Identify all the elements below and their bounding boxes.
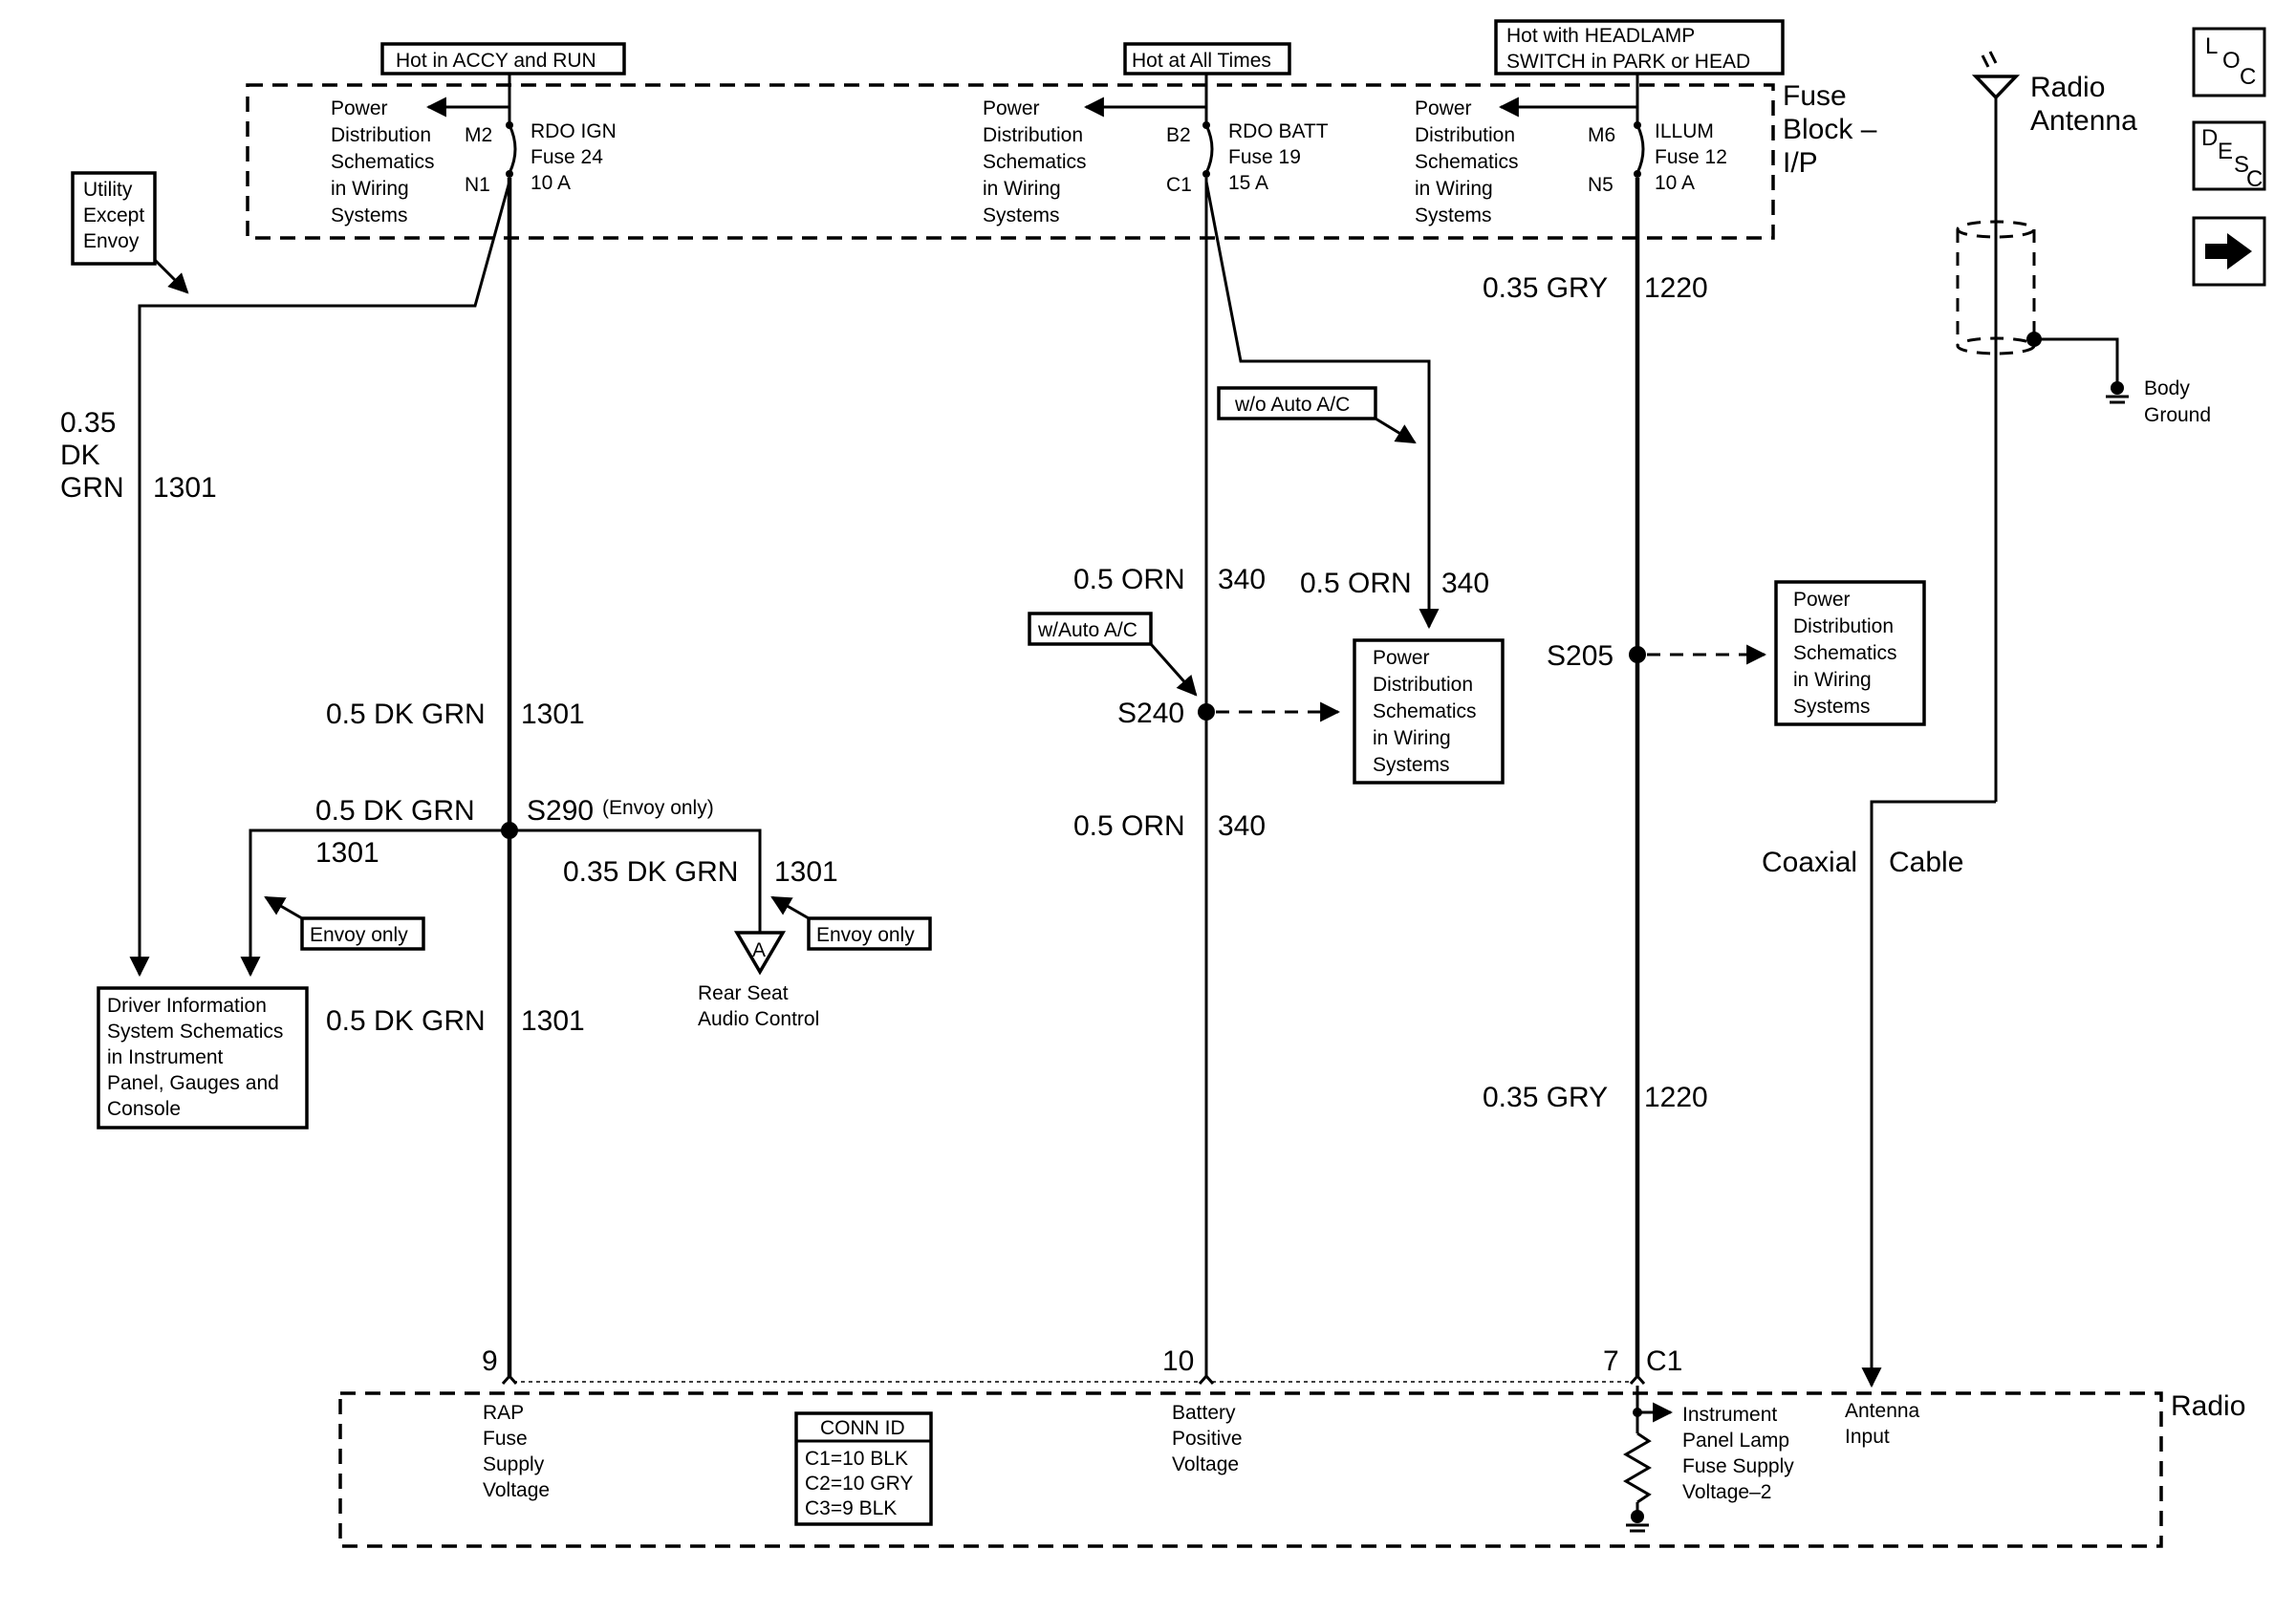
condition-all-times: Hot at All Times (1123, 42, 1291, 85)
svg-text:Hot at All Times: Hot at All Times (1132, 50, 1271, 72)
wire-label-gry-1: 0.35 GRY (1483, 272, 1608, 304)
svg-text:Envoy only: Envoy only (310, 924, 408, 946)
svg-text:Antenna Input: Antenna Input (1845, 1400, 1925, 1448)
splice-s240: S240 w/Auto A/C (1028, 612, 1341, 729)
svg-text:C1=10 BLK C2=10 GRY: C1=10 BLK C2=10 GRY C3=9 BLK (805, 1448, 919, 1519)
svg-text:Body Ground: Body Ground (2144, 377, 2211, 426)
radio-antenna: Radio Antenna (1861, 51, 2137, 1388)
wire-circuit-340-2: 340 (1218, 810, 1266, 842)
svg-text:Utility Except Env: Utility Except Envoy (83, 179, 150, 252)
wire-label-dkgrn-3: 0.5 DK GRN (326, 1005, 486, 1037)
wire-circuit-1220-2: 1220 (1644, 1082, 1708, 1113)
radio-lamp-supply: Instrument Panel Lamp Fuse Supply Voltag… (1623, 1386, 1800, 1533)
next-button[interactable] (2192, 216, 2266, 287)
fuse-block-label: Fuse Block – I/P (1783, 80, 1885, 179)
wire-label-orn-branch: 0.5 ORN (1300, 568, 1412, 599)
radio-outline (338, 1391, 2163, 1548)
radio-label: Radio (2171, 1390, 2245, 1422)
wire-circuit-1220-1: 1220 (1644, 272, 1708, 304)
svg-text:C1: C1 (1646, 1345, 1682, 1377)
svg-text:Battery Positive V: Battery Positive Voltage (1172, 1402, 1247, 1475)
svg-text:7: 7 (1603, 1345, 1619, 1377)
loc-button[interactable]: LOC (2192, 27, 2266, 97)
wire-circuit-340-branch: 340 (1441, 568, 1489, 599)
wire-circuit-1301-3: 1301 (521, 1005, 585, 1037)
conn-id-table: CONN ID C1=10 BLK C2=10 GRY C3=9 BLK (794, 1411, 933, 1526)
condition-accy-run: Hot in ACCY and RUN (380, 42, 626, 85)
svg-text:w/Auto A/C: w/Auto A/C (1037, 619, 1137, 641)
svg-text:Hot with HEADLAMP SWITCH: Hot with HEADLAMP SWITCH in PARK or HEAD (1506, 25, 1750, 73)
wire-label-dkgrn-1: 0.5 DK GRN (326, 699, 486, 730)
svg-text:Envoy only: Envoy only (816, 924, 915, 946)
wire-label-dkgrn-035: 0.35 DK GRN (563, 856, 738, 888)
svg-text:Radio Antenna: Radio Antenna (2030, 72, 2137, 137)
wire-label-orn-2: 0.5 ORN (1073, 810, 1185, 842)
wire-label-gry-2: 0.35 GRY (1483, 1082, 1608, 1113)
coax-shield: Body Ground (1956, 220, 2211, 426)
wire-circuit-1301-1: 1301 (521, 699, 585, 730)
driver-information-box: Driver Information System Schematics in … (97, 986, 309, 1130)
pds-box-right: Power Distribution Schematics in Wiring … (1774, 580, 1926, 726)
wire-circuit-1301-big: 1301 (153, 472, 217, 504)
svg-text:w/o Auto A/C: w/o Auto A/C (1234, 394, 1350, 416)
svg-text:Power Distribution: Power Distribution Schematics in Wiring … (1373, 647, 1482, 776)
svg-text:Driver Information Syste: Driver Information System Schematics in … (107, 995, 289, 1120)
svg-text:Instrument Panel Lamp: Instrument Panel Lamp Fuse Supply Voltag… (1682, 1404, 1800, 1503)
svg-text:(Envoy only): (Envoy only) (602, 797, 714, 819)
wire-circuit-1301-2: 1301 (315, 837, 379, 869)
radio-antenna-input: Antenna Input (1845, 1400, 1925, 1448)
pds-box-center: Power Distribution Schematics in Wiring … (1353, 638, 1505, 785)
radio-pins: 9 10 7 C1 (482, 1345, 1682, 1385)
arrow-right-icon (2205, 233, 2252, 269)
radio-rap-supply: RAP Fuse Supply Voltage (483, 1402, 550, 1501)
svg-text:LOC: LOC (2205, 33, 2256, 90)
svg-text:9: 9 (482, 1345, 498, 1377)
branch-utility-except-envoy: Utility Except Envoy (71, 171, 511, 978)
svg-text:Hot in ACCY and RUN: Hot in ACCY and RUN (396, 50, 596, 72)
wire-label-orn-1: 0.5 ORN (1073, 564, 1185, 595)
wire-circuit-1301-4: 1301 (774, 856, 838, 888)
pds-ref-ign: Power Distribution Schematics in Wiring … (331, 97, 440, 226)
rear-seat-audio-control: A Rear Seat Audio Control (698, 931, 819, 1030)
svg-text:S290: S290 (527, 795, 594, 827)
svg-text:Rear Seat Audio Control: Rear Seat Audio Control (698, 982, 819, 1030)
wire-label-dkgrn-035-big: 0.35 DK GRN (60, 407, 124, 504)
fuse-block-outline (246, 83, 1775, 240)
condition-headlamp: Hot with HEADLAMP SWITCH in PARK or HEAD (1494, 19, 1785, 85)
note-envoy-only-right: Envoy only (770, 895, 932, 951)
fuse-rdo-ign-label: RDO IGN Fuse 24 10 A (531, 120, 622, 194)
svg-text:ILLUM Fuse 12 10 A: ILLUM Fuse 12 10 A (1655, 120, 1733, 194)
svg-text:10: 10 (1162, 1345, 1194, 1377)
wire-circuit-340-1: 340 (1218, 564, 1266, 595)
svg-text:Power Distribution: Power Distribution Schematics in Wiring … (1793, 589, 1902, 718)
svg-text:S240: S240 (1117, 698, 1184, 729)
branch-wo-auto-ac: w/o Auto A/C (1204, 181, 1440, 630)
wire-label-dkgrn-2: 0.5 DK GRN (315, 795, 475, 827)
note-envoy-only-left: Envoy only (264, 895, 425, 951)
pds-ref-illum: Power Distribution Schematics in Wiring … (1415, 97, 1524, 226)
splice-s290: S290 (Envoy only) (240, 795, 762, 978)
svg-text:A: A (752, 939, 766, 961)
splice-s205: S205 (1547, 640, 1767, 672)
svg-text:RAP Fuse Supply: RAP Fuse Supply Voltage (483, 1402, 550, 1501)
pds-ref-batt: Power Distribution Schematics in Wiring … (983, 97, 1092, 226)
svg-text:CONN ID: CONN ID (820, 1417, 905, 1439)
radio-batt-positive: Battery Positive Voltage (1172, 1402, 1247, 1475)
svg-text:RDO BATT Fuse 19 1: RDO BATT Fuse 19 15 A (1228, 120, 1333, 194)
svg-text:S205: S205 (1547, 640, 1614, 672)
